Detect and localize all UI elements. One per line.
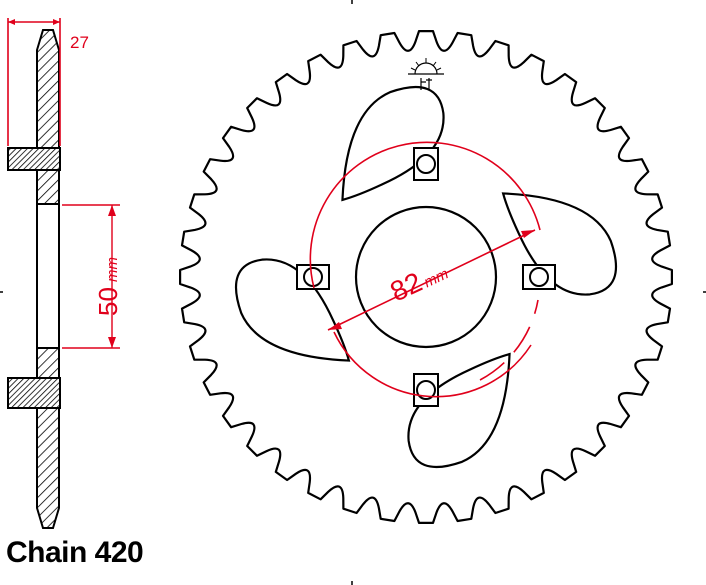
lightening-holes [234, 85, 618, 469]
hub-dimension: 50 mm [62, 204, 123, 349]
cutout-upper-right [501, 192, 618, 296]
thickness-dimension: 27 [7, 18, 89, 146]
hub-dimension-unit: mm [104, 257, 121, 282]
sprocket-side-profile [7, 29, 61, 529]
center-bore [354, 205, 498, 349]
sprocket-front-view [179, 30, 673, 524]
manufacturer-logo-icon [408, 58, 444, 90]
side-plate-upper [36, 29, 60, 149]
side-plate-lower [36, 407, 60, 529]
bolt-circle-arc-upper [309, 141, 541, 289]
side-hub-upper [7, 147, 61, 171]
hub-dimension-value: 50 [93, 287, 123, 316]
side-hub-lower [7, 377, 61, 409]
bolt-hole-bottom [413, 373, 439, 407]
thickness-label: 27 [70, 33, 89, 52]
chain-size-label: Chain 420 [6, 536, 144, 569]
cutout-lower-right [407, 352, 511, 469]
bolt-hole-right [522, 264, 556, 290]
side-plate-lower-upper [36, 347, 60, 379]
bolt-circle-arc-lower-dash [479, 299, 539, 381]
side-plate-upper-lower [36, 169, 60, 205]
bolt-hole-top [413, 147, 439, 181]
bolt-circle-arc-lower [333, 331, 532, 398]
cutout-upper-left [341, 85, 445, 202]
